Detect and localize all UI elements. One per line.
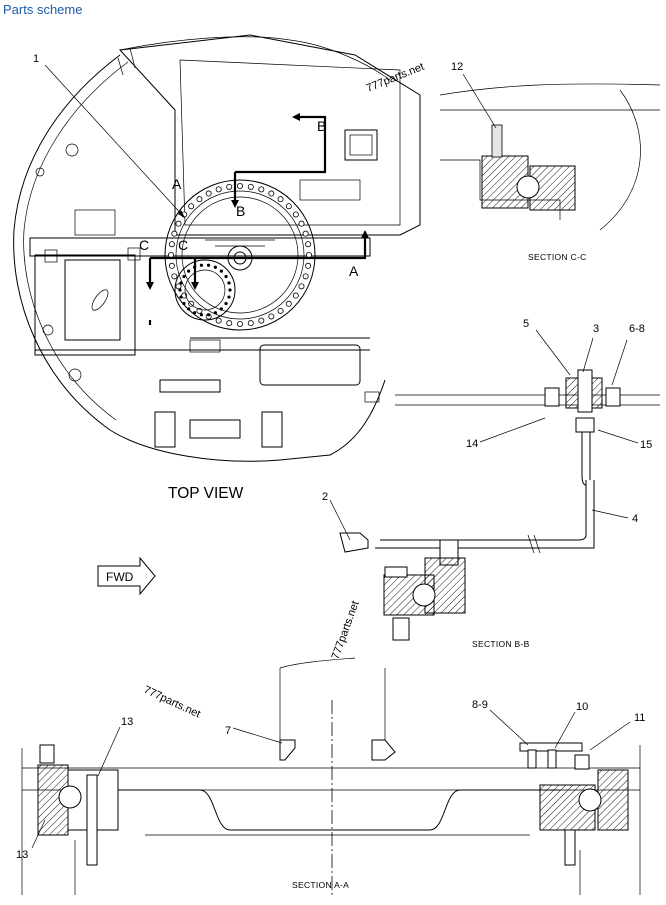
fwd-arrow: FWD	[97, 556, 156, 596]
section-mark-a-right: A	[349, 263, 359, 279]
callout-10: 10	[576, 701, 588, 713]
section-mark-b-upper: B	[317, 118, 326, 134]
bolt-hole	[277, 307, 284, 314]
bolt-hole	[236, 320, 243, 327]
bearing-bolt-ring	[167, 182, 312, 327]
section-mark-a-left: A	[172, 176, 182, 192]
gear-tooth	[199, 263, 204, 267]
callout-4: 4	[632, 513, 638, 525]
bolt-hole	[171, 230, 178, 237]
bolt-hole	[171, 273, 178, 280]
bolt-hole	[168, 262, 175, 269]
bolt-hole	[188, 203, 195, 210]
callout-3: 3	[593, 323, 599, 335]
section-mark-c-right: C	[178, 237, 188, 253]
section-mark-b-lower: B	[236, 203, 245, 219]
callout-6-8: 6-8	[629, 323, 645, 335]
bolt-hole	[258, 317, 265, 324]
gear-tooth	[213, 311, 217, 315]
gear-tooth	[227, 281, 231, 285]
gear-tooth	[228, 288, 232, 292]
bolt-hole	[167, 251, 174, 258]
top-view-drawing: B B A A C C 1 777parts.net	[13, 34, 426, 462]
gear-tooth	[182, 274, 186, 279]
callout-1: 1	[33, 53, 39, 65]
bolt-hole	[277, 196, 284, 203]
gear-tooth	[187, 307, 191, 311]
bolt-hole	[268, 190, 275, 197]
section-mark-c-left: C	[139, 237, 149, 253]
bolt-hole	[226, 183, 233, 190]
section-cc-label: SECTION C-C	[528, 252, 587, 262]
bolt-hole	[298, 220, 305, 227]
gear-tooth	[227, 295, 231, 299]
section-cc-drawing: 12 SECTION C-C	[439, 61, 661, 262]
bolt-hole	[226, 320, 233, 327]
gear-tooth	[187, 269, 191, 273]
gear-tooth	[182, 301, 186, 306]
bolt-hole	[168, 241, 175, 248]
gear-tooth	[178, 288, 182, 292]
gear-tooth	[206, 263, 211, 267]
bolt-hole	[236, 182, 243, 189]
bolt-hole	[175, 283, 182, 290]
callout-13-lower: 13	[16, 849, 28, 861]
bolt-hole	[268, 313, 275, 320]
callout-8-9: 8-9	[472, 699, 488, 711]
gear-tooth	[193, 311, 197, 315]
bolt-hole	[292, 292, 299, 299]
callout-15: 15	[640, 439, 652, 451]
bolt-hole	[205, 190, 212, 197]
pinion-gear-teeth	[178, 263, 232, 317]
callout-7: 7	[225, 725, 231, 737]
bolt-hole	[292, 211, 299, 218]
watermark-1: 777parts.net	[365, 61, 426, 95]
bolt-hole	[188, 300, 195, 307]
bolt-hole	[215, 317, 222, 324]
gear-tooth	[206, 313, 211, 317]
bolt-hole	[305, 262, 312, 269]
fwd-label: FWD	[106, 570, 134, 584]
bolt-hole	[215, 186, 222, 193]
gear-tooth	[219, 307, 223, 311]
bolt-hole	[247, 183, 254, 190]
gear-tooth	[179, 281, 183, 285]
bolt-hole	[285, 300, 292, 307]
bolt-hole	[302, 230, 309, 237]
bolt-hole	[258, 186, 265, 193]
bolt-hole	[175, 220, 182, 227]
callout-12: 12	[451, 61, 463, 73]
watermark-3: 777parts.net	[142, 684, 202, 721]
gear-tooth	[219, 269, 223, 273]
page-title: Parts scheme	[3, 2, 83, 17]
bolt-hole	[196, 196, 203, 203]
callout-13-upper: 13	[121, 716, 133, 728]
callout-2: 2	[322, 491, 328, 503]
section-bb-drawing: 5 3 6-8 14 15 4 2 SECTION B-B 777parts.n…	[322, 318, 660, 661]
bolt-hole	[302, 273, 309, 280]
watermark-2: 777parts.net	[330, 599, 362, 661]
callout-11: 11	[634, 712, 645, 724]
gear-tooth	[199, 313, 204, 317]
gear-tooth	[213, 265, 217, 269]
callout-5: 5	[523, 318, 529, 330]
section-aa-drawing: 13 13 7 8-9 10 11 777parts.net SECTION A…	[16, 657, 645, 895]
bolt-hole	[305, 251, 312, 258]
bolt-hole	[285, 203, 292, 210]
callout-14: 14	[466, 438, 478, 450]
top-view-label: TOP VIEW	[168, 485, 244, 502]
bolt-hole	[305, 241, 312, 248]
bolt-hole	[298, 283, 305, 290]
gear-tooth	[179, 295, 183, 299]
gear-tooth	[224, 301, 228, 306]
gear-tooth	[224, 274, 228, 279]
bolt-hole	[247, 320, 254, 327]
section-aa-label: SECTION A-A	[292, 880, 349, 890]
section-bb-label: SECTION B-B	[472, 639, 530, 649]
